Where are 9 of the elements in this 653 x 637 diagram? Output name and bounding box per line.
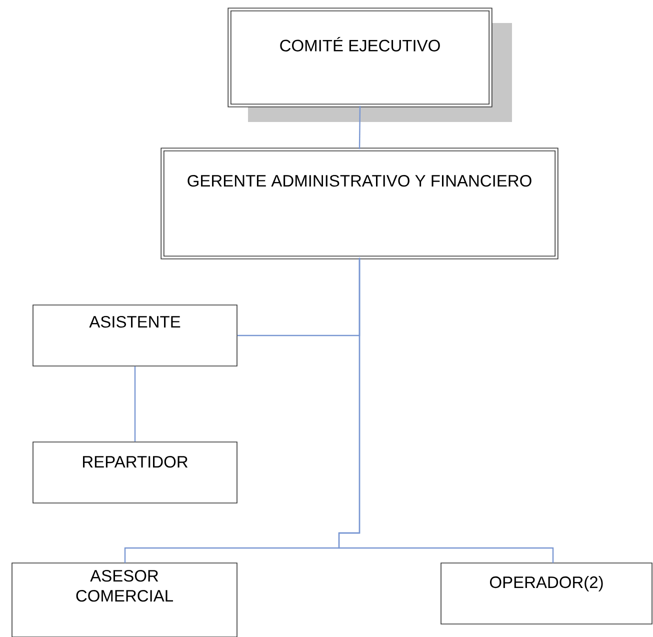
org-box: REPARTIDOR [32, 442, 238, 504]
org-box: ASESOR COMERCIAL [12, 562, 238, 637]
org-box: COMITÉ EJECUTIVO [228, 8, 512, 122]
connector-line [358, 106, 361, 150]
org-box: GERENTE ADMINISTRATIVO Y FINANCIERO [160, 148, 558, 260]
connector-line [338, 258, 554, 563]
org-box: OPERADOR(2) [440, 562, 652, 624]
org-box: ASISTENTE [32, 304, 238, 366]
connector-line [134, 366, 136, 442]
